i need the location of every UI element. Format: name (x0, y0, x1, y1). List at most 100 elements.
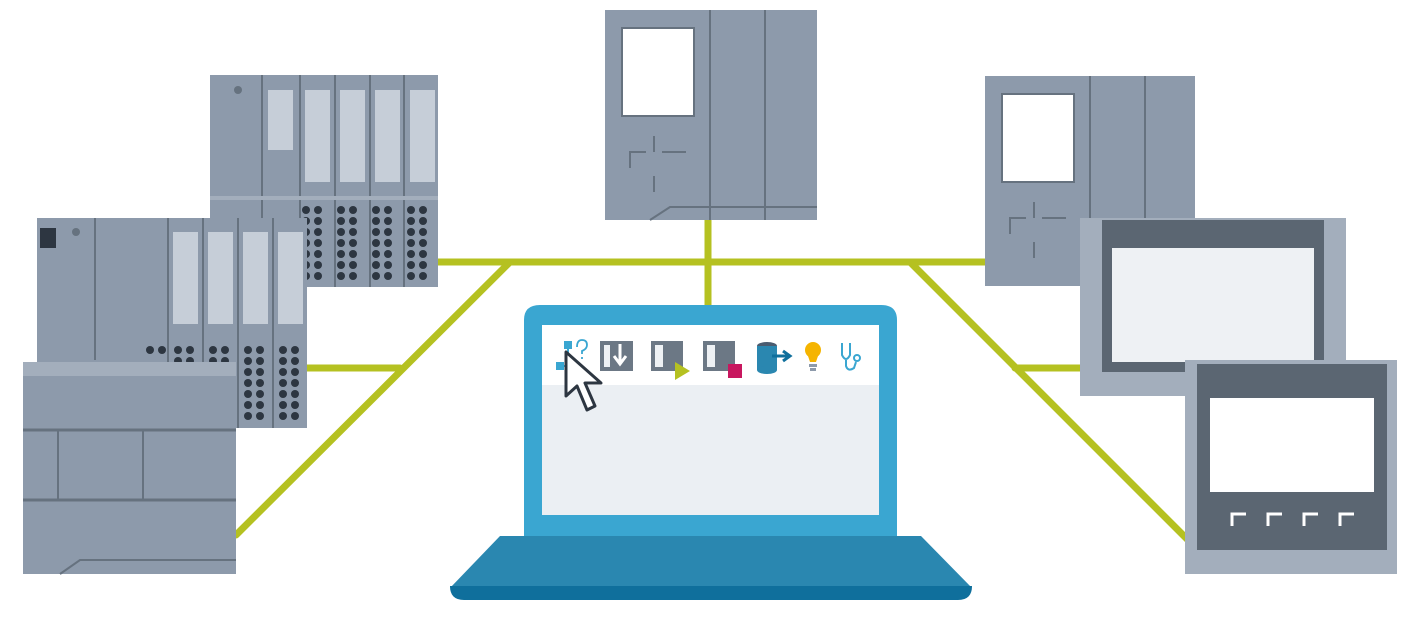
io-terminal-dot (279, 346, 287, 354)
io-terminal-dot (279, 401, 287, 409)
io-terminal-dot (302, 206, 310, 214)
io-terminal-dot (291, 379, 299, 387)
io-terminal-dot (337, 272, 345, 280)
io-terminal-dot (349, 250, 357, 258)
io-terminal-dot (349, 217, 357, 225)
io-terminal-dot (407, 250, 415, 258)
io-terminal-dot (244, 346, 252, 354)
io-terminal-dot (256, 412, 264, 420)
io-terminal-dot (407, 272, 415, 280)
io-terminal-dot (244, 390, 252, 398)
mouse-pointer-icon (564, 350, 603, 412)
stop-cpu-icon[interactable] (703, 341, 742, 378)
io-terminal-dot (337, 206, 345, 214)
network-lines (232, 211, 1194, 546)
io-terminal-dot (407, 206, 415, 214)
io-terminal-dot (349, 206, 357, 214)
io-terminal-dot (349, 228, 357, 236)
io-terminal-dot (314, 239, 322, 247)
io-terminal-dot (221, 346, 229, 354)
io-terminal-dot (279, 379, 287, 387)
io-terminal-dot (314, 250, 322, 258)
io-terminal-dot (279, 368, 287, 376)
io-terminal-dot (244, 368, 252, 376)
io-terminal-dot (337, 261, 345, 269)
io-terminal-dot (384, 206, 392, 214)
io-terminal-dot (337, 239, 345, 247)
io-terminal-dot (407, 239, 415, 247)
io-terminal-dot (407, 217, 415, 225)
io-terminal-dot (256, 346, 264, 354)
io-terminal-dot (291, 401, 299, 409)
cpu-top-center (605, 10, 817, 221)
io-terminal-dot (349, 239, 357, 247)
io-terminal-dot (314, 206, 322, 214)
io-terminal-dot (314, 217, 322, 225)
io-terminal-dot (244, 357, 252, 365)
io-terminal-dot (419, 272, 427, 280)
io-terminal-dot (384, 217, 392, 225)
io-terminal-dot (314, 272, 322, 280)
io-terminal-dot (407, 228, 415, 236)
io-terminal-dot (337, 217, 345, 225)
io-terminal-dot (186, 346, 194, 354)
io-terminal-dot (291, 346, 299, 354)
hmi-function-keys (1230, 512, 1354, 526)
io-terminal-dot (419, 217, 427, 225)
io-terminal-dot (291, 357, 299, 365)
io-terminal-dot (419, 250, 427, 258)
io-terminal-dot (372, 261, 380, 269)
io-terminal-dot (256, 368, 264, 376)
io-terminal-dot (384, 228, 392, 236)
io-terminal-dot (372, 217, 380, 225)
io-terminal-dot (244, 379, 252, 387)
lightbulb-icon[interactable] (805, 342, 821, 371)
io-terminal-dot (279, 412, 287, 420)
io-terminal-dot (384, 272, 392, 280)
start-cpu-icon[interactable] (651, 341, 690, 380)
io-terminal-dot (384, 250, 392, 258)
io-terminal-dot (337, 228, 345, 236)
io-terminal-dot (291, 390, 299, 398)
io-terminal-dot (174, 346, 182, 354)
download-to-device-icon[interactable] (600, 341, 633, 371)
io-terminal-dot (419, 228, 427, 236)
io-terminal-dot (349, 272, 357, 280)
io-terminal-dot (384, 239, 392, 247)
controller-bottom (23, 362, 236, 575)
io-terminal-dot (372, 206, 380, 214)
io-terminal-dot (337, 250, 345, 258)
io-terminal-dot (372, 239, 380, 247)
io-terminal-dot (256, 357, 264, 365)
io-terminal-dot (407, 261, 415, 269)
io-terminal-dot (279, 390, 287, 398)
io-terminal-dot (279, 357, 287, 365)
io-terminal-dot (291, 412, 299, 420)
io-terminal-dot (419, 206, 427, 214)
io-terminal-dot (372, 228, 380, 236)
io-terminal-dot (158, 346, 166, 354)
io-terminal-dot (349, 261, 357, 269)
io-terminal-dot (256, 401, 264, 409)
io-terminal-dot (314, 228, 322, 236)
io-terminal-dot (419, 261, 427, 269)
io-rack-top (210, 75, 438, 287)
io-terminal-dot (244, 401, 252, 409)
hmi-panel-lower (1185, 360, 1397, 574)
io-terminal-dot (209, 346, 217, 354)
io-terminal-dot (372, 250, 380, 258)
diagnostics-stethoscope-icon[interactable] (841, 343, 861, 371)
io-terminal-dot (256, 390, 264, 398)
network-line-right-branch (906, 258, 1194, 546)
io-terminal-dot (291, 368, 299, 376)
io-terminal-dot (372, 272, 380, 280)
io-terminal-dot (314, 261, 322, 269)
laptop (450, 305, 972, 600)
io-terminal-dot (244, 412, 252, 420)
io-terminal-dot (384, 261, 392, 269)
io-terminal-dot (146, 346, 154, 354)
io-terminal-dot (256, 379, 264, 387)
network-line-left-branch (232, 258, 514, 539)
upload-from-device-icon[interactable] (757, 342, 793, 374)
